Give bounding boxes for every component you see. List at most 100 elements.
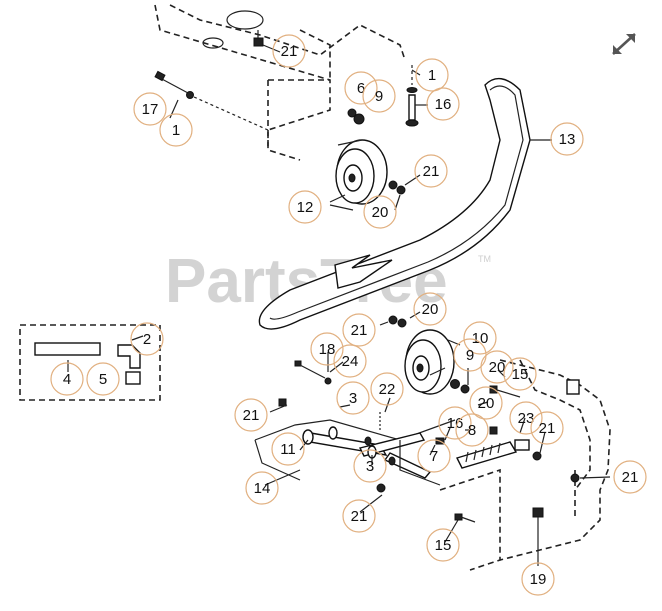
- callout-label: 21: [539, 420, 556, 437]
- callout-20[interactable]: 20: [469, 386, 503, 420]
- callout-label: 19: [530, 571, 547, 588]
- callout-label: 18: [319, 341, 336, 358]
- callout-circle: [417, 439, 451, 473]
- callout-1[interactable]: 1: [415, 58, 449, 92]
- callout-2[interactable]: 2: [130, 322, 164, 356]
- callout-label: 11: [280, 441, 296, 458]
- callout-4[interactable]: 4: [50, 362, 84, 396]
- callout-circle: [333, 344, 367, 378]
- callout-17[interactable]: 17: [133, 92, 167, 126]
- callout-14[interactable]: 14: [245, 471, 279, 505]
- callout-label: 13: [559, 131, 576, 148]
- callout-20[interactable]: 20: [413, 292, 447, 326]
- callout-label: 21: [351, 508, 368, 525]
- callout-circle: [130, 322, 164, 356]
- expand-arrows-glyph: [612, 33, 636, 55]
- callout-1[interactable]: 1: [159, 113, 193, 147]
- callout-label: 4: [63, 371, 71, 388]
- bolt-part-16-top: [405, 65, 419, 127]
- callout-21[interactable]: 21: [530, 411, 564, 445]
- callout-circle: [133, 92, 167, 126]
- callout-label: 23: [518, 410, 535, 427]
- callout-label: 1: [428, 67, 436, 84]
- callout-label: 15: [435, 537, 452, 554]
- callout-20[interactable]: 20: [480, 350, 514, 384]
- callout-label: 10: [472, 330, 489, 347]
- callout-circle: [463, 321, 497, 355]
- callout-circle: [245, 471, 279, 505]
- callout-21[interactable]: 21: [234, 398, 268, 432]
- callout-label: 15: [512, 366, 529, 383]
- bolt-part-17: [154, 70, 269, 131]
- nut-part-21-top: [253, 30, 264, 47]
- callout-8[interactable]: 8: [455, 413, 489, 447]
- callout-circle: [336, 381, 370, 415]
- callout-circle: [310, 332, 344, 366]
- callout-circle: [288, 190, 322, 224]
- callout-circle: [530, 411, 564, 445]
- callout-13[interactable]: 13: [550, 122, 584, 156]
- callout-11[interactable]: 11: [271, 432, 305, 466]
- callout-15[interactable]: 15: [503, 357, 537, 391]
- callout-label: 14: [254, 480, 271, 497]
- callout-16[interactable]: 16: [426, 87, 460, 121]
- callout-circle: [353, 449, 387, 483]
- callout-label: 3: [349, 390, 357, 407]
- callout-label: 3: [366, 458, 374, 475]
- callout-label: 6: [357, 80, 365, 97]
- callout-circle: [363, 195, 397, 229]
- callout-21[interactable]: 21: [342, 313, 376, 347]
- callout-15[interactable]: 15: [426, 528, 460, 562]
- callout-3[interactable]: 3: [353, 449, 387, 483]
- callout-3[interactable]: 3: [336, 381, 370, 415]
- callout-label: 20: [489, 359, 506, 376]
- callout-5[interactable]: 5: [86, 362, 120, 396]
- callout-22[interactable]: 22: [370, 372, 404, 406]
- callout-21[interactable]: 21: [613, 460, 647, 494]
- watermark-trademark: TM: [478, 254, 491, 264]
- nut-part-6-9: [347, 108, 365, 125]
- callout-label: 21: [281, 43, 298, 60]
- callout-leaders: [169, 44, 611, 543]
- callout-18[interactable]: 18: [310, 332, 344, 366]
- callout-circle: [362, 79, 396, 113]
- pulley-part-12: [329, 139, 388, 211]
- callout-circle: [438, 406, 472, 440]
- callout-circle: [271, 432, 305, 466]
- right-frame: [439, 359, 611, 571]
- callout-24[interactable]: 24: [333, 344, 367, 378]
- callout-circle: [159, 113, 193, 147]
- callout-12[interactable]: 12: [288, 190, 322, 224]
- spring-part-8: [456, 441, 518, 469]
- expand-arrows-icon[interactable]: [607, 30, 641, 58]
- callout-label: 20: [478, 395, 495, 412]
- callout-21[interactable]: 21: [342, 499, 376, 533]
- callout-circle: [480, 350, 514, 384]
- callout-label: 20: [372, 204, 389, 221]
- callout-label: 7: [430, 448, 438, 465]
- nut-part-20-21-upper: [388, 180, 406, 195]
- callout-label: 16: [447, 415, 464, 432]
- callout-circle: [415, 58, 449, 92]
- callout-10[interactable]: 10: [463, 321, 497, 355]
- bolt-part-15-mid: [489, 385, 521, 398]
- callout-19[interactable]: 19: [521, 562, 555, 596]
- callout-16[interactable]: 16: [438, 406, 472, 440]
- callout-circle: [234, 398, 268, 432]
- callout-label: 21: [622, 469, 639, 486]
- callout-circle: [509, 401, 543, 435]
- callout-20[interactable]: 20: [363, 195, 397, 229]
- callout-21[interactable]: 21: [272, 34, 306, 68]
- callout-label: 12: [297, 199, 314, 216]
- callout-circle: [426, 87, 460, 121]
- bolt-part-15-bottom: [454, 513, 476, 523]
- callout-9[interactable]: 9: [362, 79, 396, 113]
- callout-21[interactable]: 21: [414, 154, 448, 188]
- callout-circle: [342, 313, 376, 347]
- callout-7[interactable]: 7: [417, 439, 451, 473]
- callout-6[interactable]: 6: [344, 71, 378, 105]
- callout-23[interactable]: 23: [509, 401, 543, 435]
- callout-label: 21: [243, 407, 260, 424]
- callout-label: 21: [351, 322, 368, 339]
